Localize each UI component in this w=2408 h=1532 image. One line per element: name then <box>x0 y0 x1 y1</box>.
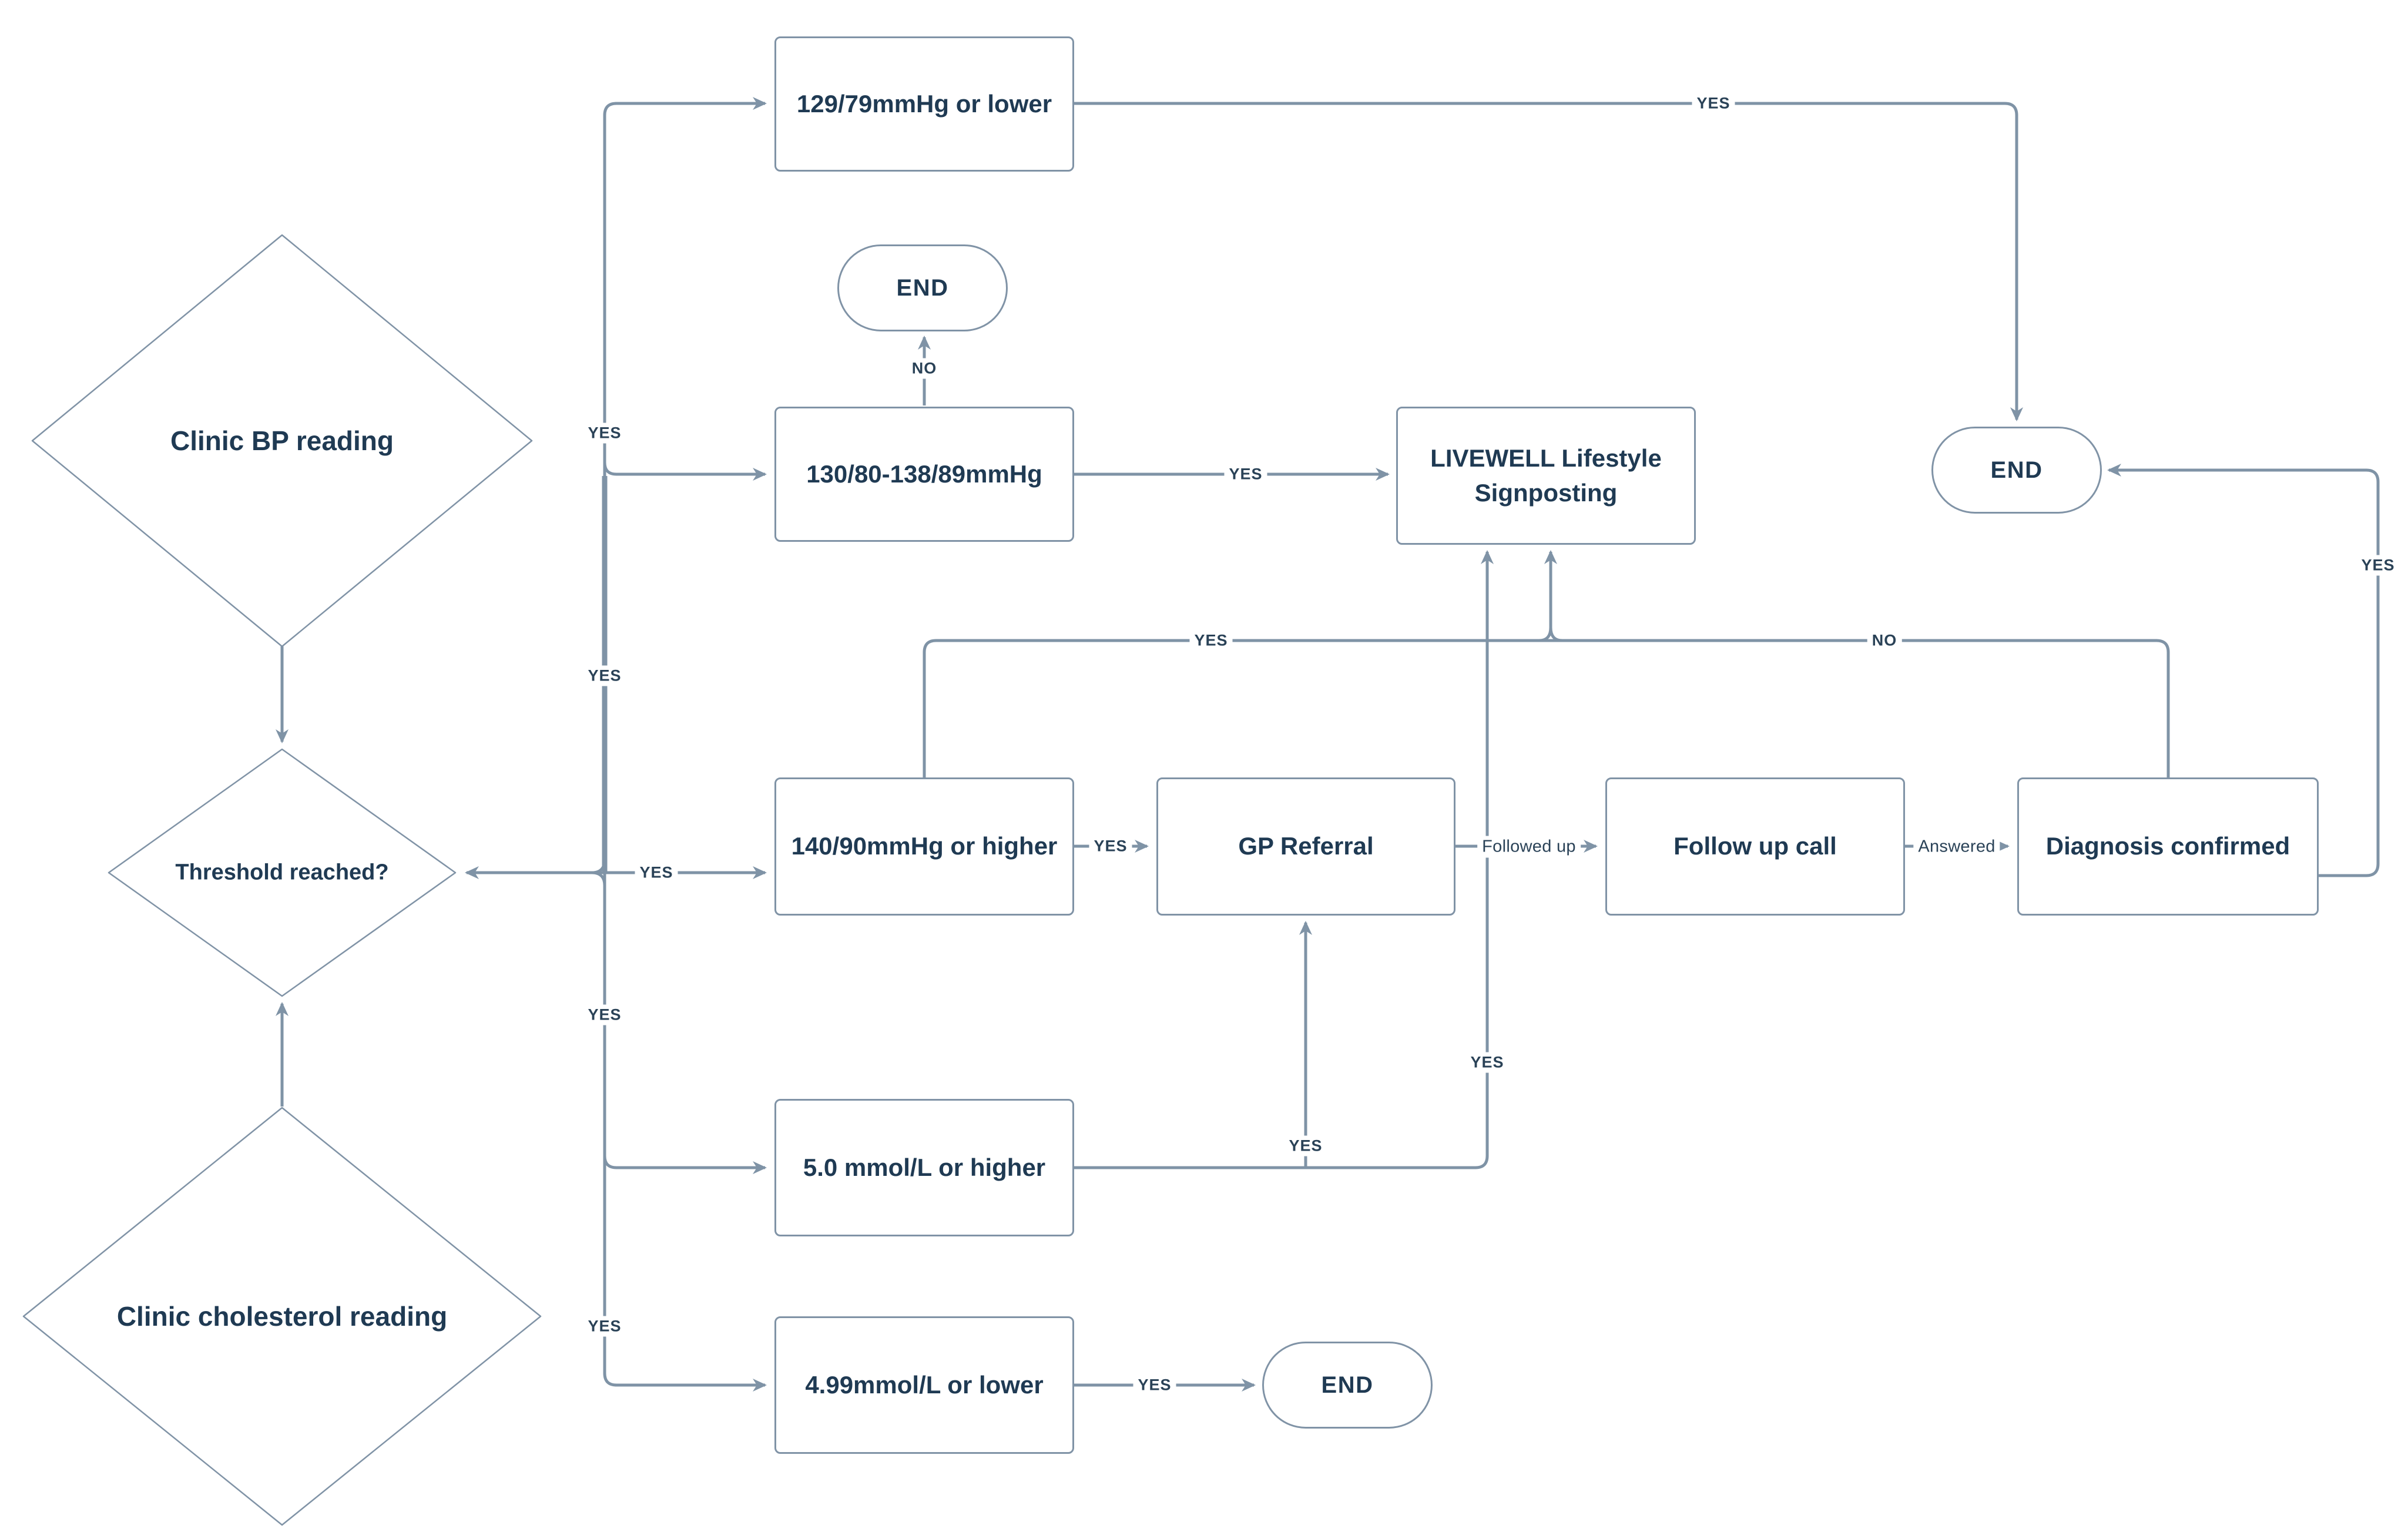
clinic-cholesterol-label: Clinic cholesterol reading <box>116 1301 448 1332</box>
edge-chol-high-to-livewell <box>1475 550 1494 1169</box>
edge-trunk-fillet-down <box>591 871 606 886</box>
node-chol-high: 5.0 mmol/L or higher <box>774 1099 1074 1236</box>
node-bp-mid: 130/80-138/89mmHg <box>774 407 1074 542</box>
node-chol-low: 4.99mmol/L or lower <box>774 1316 1074 1454</box>
edge-merge-fillet-right <box>1549 627 1563 642</box>
edge-label-yes-diagnosis-end: YES <box>2356 555 2400 576</box>
edge-trunk-to-chol-high <box>603 1155 767 1174</box>
edge-label-answered: Answered <box>1913 836 2000 858</box>
threshold-label: Threshold reached? <box>175 860 389 885</box>
edge-trunk-to-bp-mid <box>603 462 767 481</box>
edge-label-yes-gp-vertical: YES <box>1284 1135 1327 1156</box>
edge-label-yes-top: YES <box>1692 93 1735 114</box>
edge-merge-fillet-left <box>1538 627 1552 642</box>
node-gp-referral: GP Referral <box>1156 777 1455 916</box>
edge-label-no-merge: NO <box>1867 630 1902 651</box>
node-end-right: END <box>1931 427 2102 514</box>
node-end-top: END <box>837 244 1008 331</box>
edge-label-yes-chol-low-end: YES <box>1133 1375 1176 1396</box>
node-follow-up-call: Follow up call <box>1605 777 1905 916</box>
edge-label-no-end-top: NO <box>907 358 942 379</box>
edge-label-yes-trunk-4: YES <box>583 1316 626 1337</box>
edge-label-yes-gp: YES <box>1089 836 1132 857</box>
edge-label-yes-trunk-3: YES <box>583 1004 626 1025</box>
edge-label-yes-trunk-2: YES <box>583 665 626 686</box>
edge-label-followed-up: Followed up <box>1477 836 1581 858</box>
edge-label-yes-merge: YES <box>1189 630 1233 651</box>
livewell-label: LIVEWELL Lifestyle Signposting <box>1430 444 1662 507</box>
edge-label-yes-livewell-vertical: YES <box>1465 1052 1509 1073</box>
clinic-bp-label: Clinic BP reading <box>170 425 394 456</box>
edge-label-yes-threshold: YES <box>635 862 678 883</box>
diamond-clinic-bp <box>31 234 533 648</box>
node-livewell: LIVEWELL Lifestyle Signposting <box>1396 407 1696 545</box>
node-end-bottom: END <box>1262 1342 1433 1429</box>
node-diagnosis-confirmed: Diagnosis confirmed <box>2017 777 2319 916</box>
edge-diagnosis-to-end-right <box>2107 464 2380 877</box>
diamond-clinic-cholesterol <box>22 1107 542 1526</box>
edge-bp-low-to-end-right <box>1074 102 2023 421</box>
node-bp-high: 140/90mmHg or higher <box>774 777 1074 916</box>
edge-label-yes-trunk-1: YES <box>583 423 626 444</box>
edge-merge-rail <box>923 639 2170 777</box>
diamond-threshold <box>108 748 457 997</box>
node-bp-low: 129/79mmHg or lower <box>774 36 1074 172</box>
edge-label-yes-livewell: YES <box>1224 464 1267 485</box>
